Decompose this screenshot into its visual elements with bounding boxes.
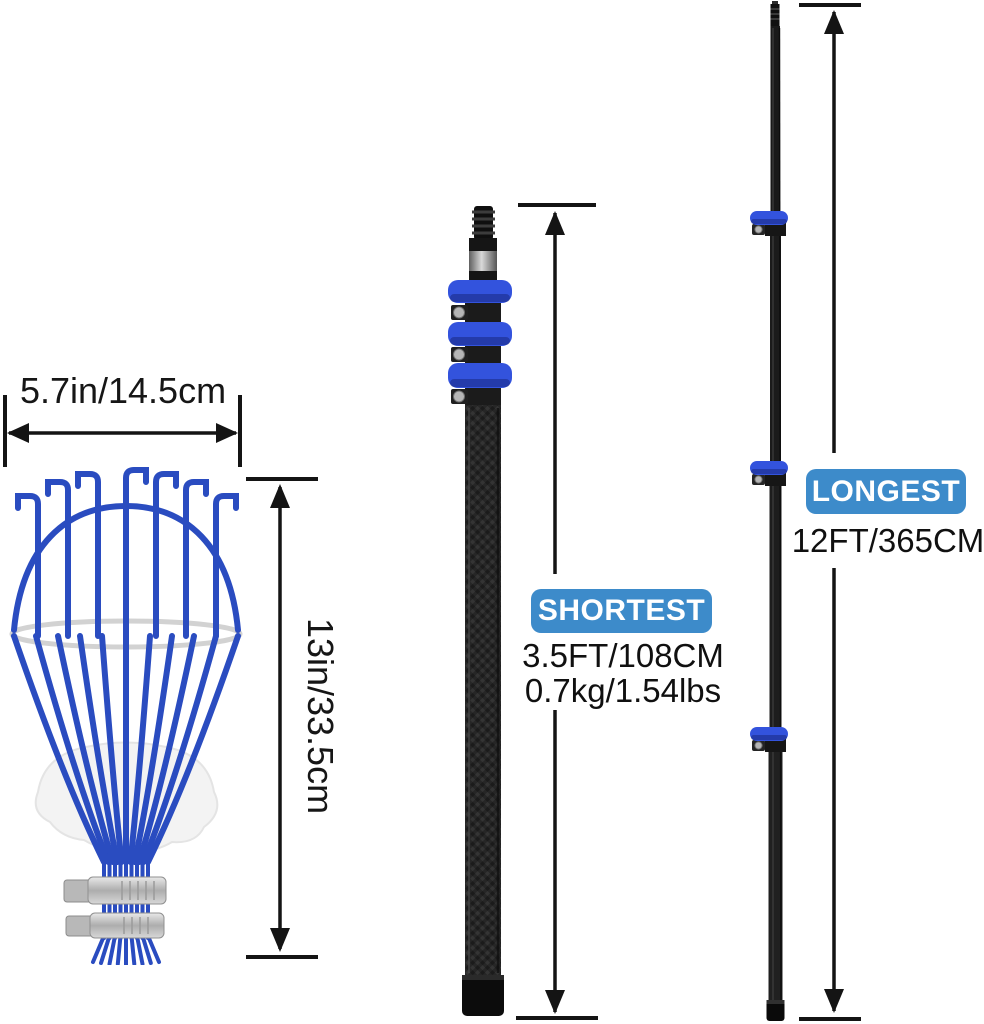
extended-pole-sections	[768, 26, 783, 1004]
basket-upper-wires	[11, 467, 241, 639]
shortest-specs: 3.5FT/108CM 0.7kg/1.54lbs	[508, 638, 738, 708]
shortest-weight-text: 0.7kg/1.54lbs	[524, 672, 722, 709]
fruit-picker-basket-image	[9, 467, 243, 965]
hose-clamp-upper	[63, 876, 167, 905]
extended-pole-image	[750, 1, 788, 1021]
pole-neck	[469, 238, 497, 282]
hose-clamp-lower	[65, 912, 165, 939]
pole-end-cap	[462, 975, 504, 1016]
basket-height-arrow-icon	[246, 477, 318, 959]
longest-length-text: 12FT/365CM	[791, 522, 984, 559]
longest-length-arrow-icon	[799, 3, 861, 1021]
collapsed-pole-image	[448, 206, 512, 1016]
shortest-length-arrow-icon	[516, 203, 598, 1020]
extended-pole-clamp-3	[750, 727, 788, 752]
flip-lock-clamps	[448, 280, 512, 407]
shortest-badge: SHORTEST	[531, 589, 712, 633]
longest-badge: LONGEST	[806, 469, 966, 514]
basket-lower-wires	[11, 633, 241, 865]
extended-pole-tip	[770, 1, 780, 28]
extended-pole-end-cap	[766, 1000, 785, 1021]
extended-pole-clamp-1	[750, 211, 788, 236]
basket-wire-ends	[91, 934, 161, 965]
shortest-length-text: 3.5FT/108CM	[522, 637, 724, 674]
basket-height-label: 13in/33.5cm	[300, 617, 341, 815]
basket-width-label: 5.7in/14.5cm	[19, 370, 227, 411]
width-dimension-arrow-icon	[3, 395, 242, 467]
pole-thread-tip	[472, 206, 495, 240]
carbon-tube	[465, 405, 501, 975]
extended-pole-clamp-2	[750, 461, 788, 486]
